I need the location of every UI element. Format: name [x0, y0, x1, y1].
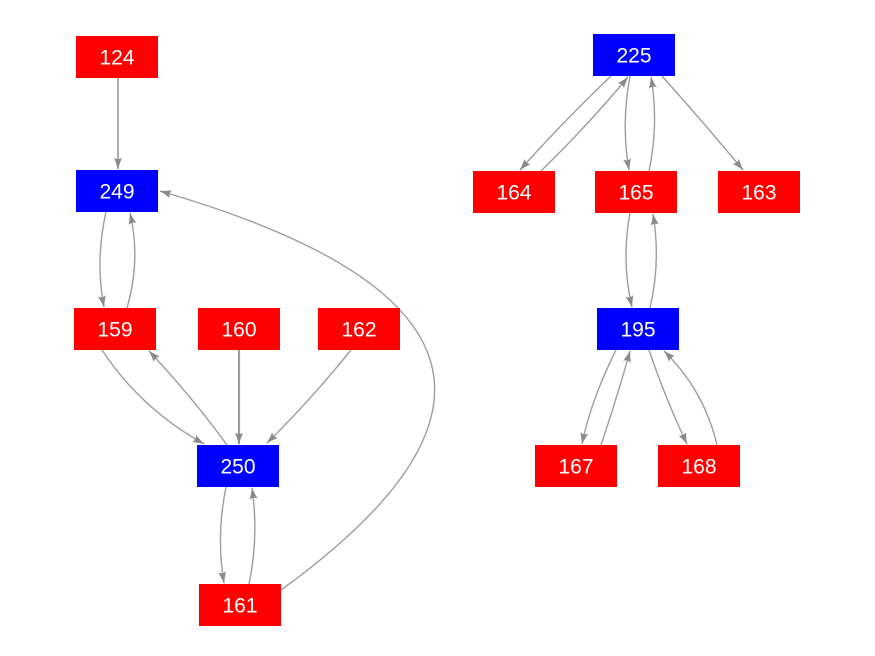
node-label-124: 124: [99, 46, 134, 69]
node-162: 162: [318, 308, 400, 350]
node-159: 159: [74, 308, 156, 350]
edge-195-to-168: [648, 349, 688, 445]
node-250: 250: [197, 445, 279, 487]
node-rect-168: [658, 445, 740, 487]
node-rect-167: [535, 445, 617, 487]
node-label-159: 159: [97, 318, 132, 341]
edge-225-to-163: [661, 75, 744, 171]
node-195: 195: [597, 308, 679, 350]
node-rect-124: [76, 36, 158, 78]
node-249: 249: [76, 170, 158, 212]
node-164: 164: [473, 171, 555, 213]
edge-159-to-249: [126, 212, 137, 309]
node-168: 168: [658, 445, 740, 487]
node-rect-195: [597, 308, 679, 350]
node-rect-162: [318, 308, 400, 350]
node-rect-165: [595, 171, 677, 213]
edge-167-to-195: [600, 350, 631, 446]
edge-250-to-159: [148, 350, 228, 446]
node-160: 160: [198, 308, 280, 350]
node-label-163: 163: [741, 181, 776, 204]
node-rect-163: [718, 171, 800, 213]
edge-layer: [97, 75, 744, 591]
edge-250-to-161: [218, 486, 227, 584]
edge-195-to-167: [580, 349, 617, 445]
node-rect-160: [198, 308, 280, 350]
node-label-249: 249: [99, 180, 134, 203]
node-label-160: 160: [221, 318, 256, 341]
node-label-168: 168: [681, 455, 716, 478]
node-163: 163: [718, 171, 800, 213]
node-161: 161: [199, 584, 281, 626]
node-225: 225: [593, 34, 675, 76]
node-rect-159: [74, 308, 156, 350]
node-label-167: 167: [558, 455, 593, 478]
node-label-195: 195: [620, 318, 655, 341]
edge-195-to-165: [649, 213, 659, 309]
edge-164-to-225: [540, 76, 629, 172]
edge-168-to-195: [663, 350, 718, 446]
node-rect-250: [197, 445, 279, 487]
node-label-162: 162: [341, 318, 376, 341]
edge-159-to-250: [101, 349, 205, 445]
edge-162-to-250: [266, 349, 352, 444]
edge-165-to-225: [648, 76, 657, 172]
node-rect-161: [199, 584, 281, 626]
edge-165-to-195: [625, 212, 634, 308]
node-124: 124: [76, 36, 158, 78]
node-rect-225: [593, 34, 675, 76]
node-167: 167: [535, 445, 617, 487]
node-label-225: 225: [616, 44, 651, 67]
edge-225-to-164: [519, 75, 612, 171]
node-165: 165: [595, 171, 677, 213]
node-label-250: 250: [220, 455, 255, 478]
edge-161-to-250: [248, 487, 258, 585]
node-label-161: 161: [222, 594, 257, 617]
edge-225-to-165: [623, 75, 632, 171]
node-label-164: 164: [496, 181, 531, 204]
node-rect-164: [473, 171, 555, 213]
node-rect-249: [76, 170, 158, 212]
node-label-165: 165: [618, 181, 653, 204]
edge-249-to-159: [97, 211, 107, 308]
edge-161-to-249: [159, 190, 436, 591]
node-layer: 124 249 159 160 162 250 161 225 164 165 163 195 167 1…: [74, 34, 800, 626]
